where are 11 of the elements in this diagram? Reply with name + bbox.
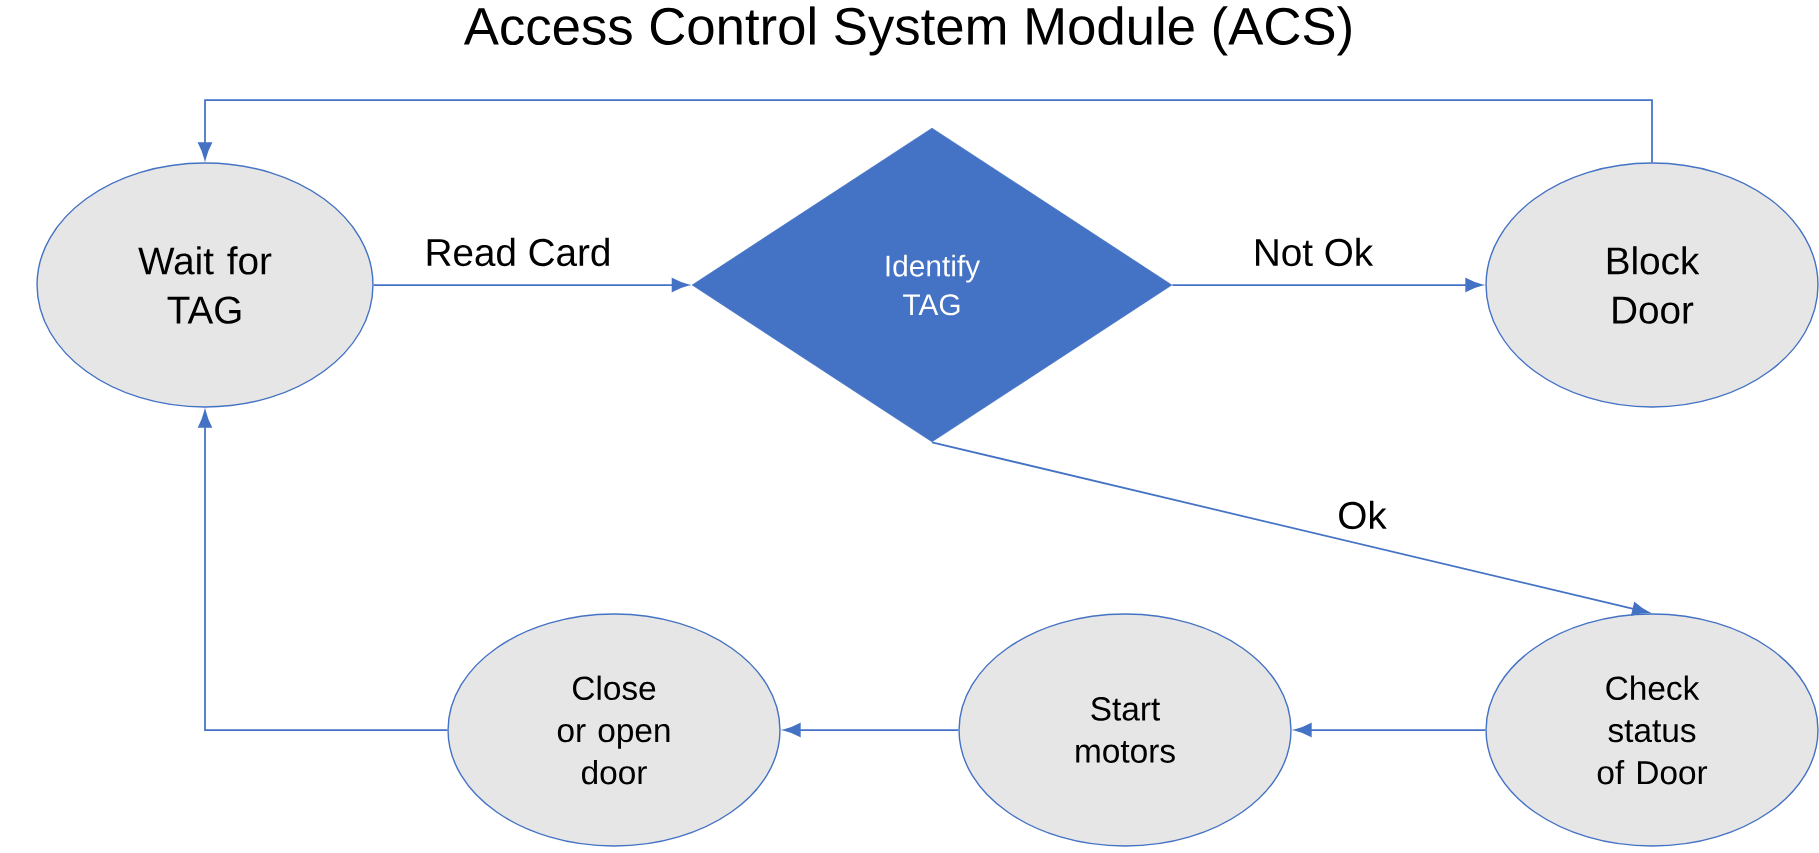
arrow [198,410,449,731]
arrow [931,441,1650,616]
edge-label: Ok [1333,497,1391,533]
edge-label: Not Ok [1249,234,1377,270]
title: Access Control System Module (ACS) [463,6,1351,56]
arrow [1294,723,1487,737]
edge-label: Read Card [421,234,615,270]
arrow [198,99,1653,164]
arrow [372,278,689,292]
arrow [1171,278,1483,292]
arrow [783,723,960,737]
